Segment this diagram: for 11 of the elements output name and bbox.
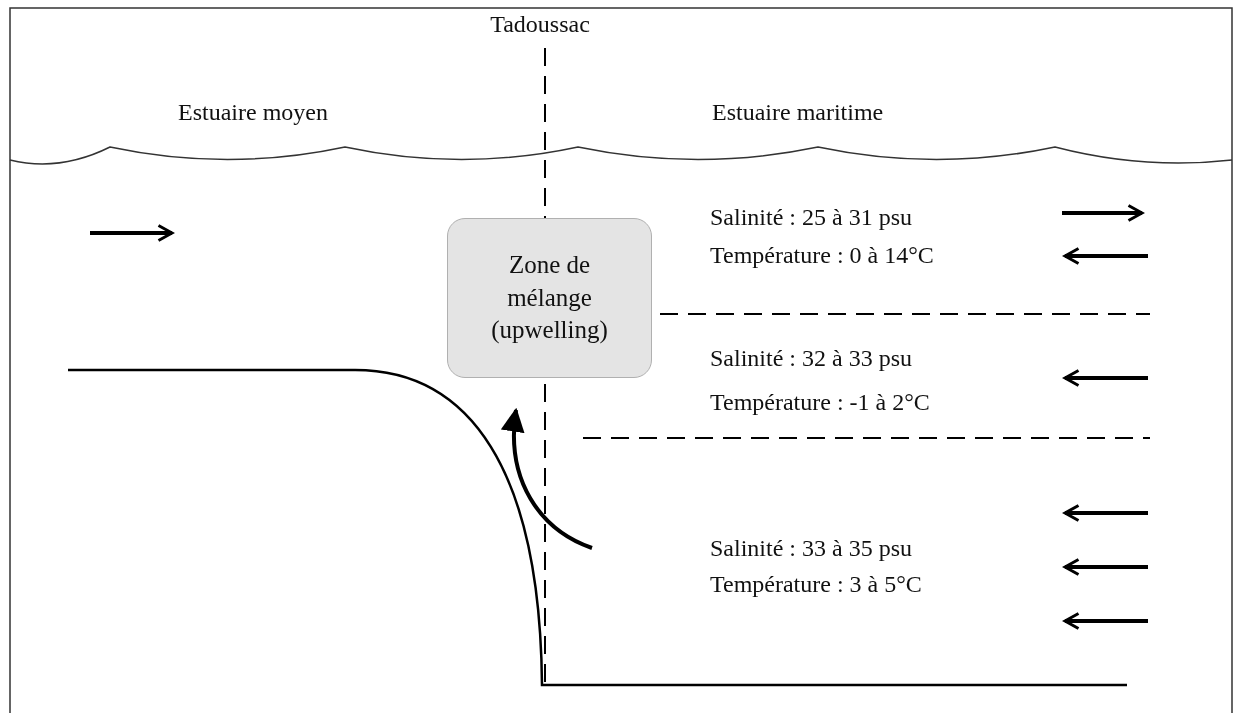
- zone-label: Zone de mélange (upwelling): [490, 250, 609, 346]
- water-layer-temperature: Température : -1 à 2°C: [710, 390, 930, 414]
- water-layer-temperature: Température : 3 à 5°C: [710, 572, 922, 596]
- water-layer-salinity: Salinité : 32 à 33 psu: [710, 346, 912, 370]
- water-layer-salinity: Salinité : 33 à 35 psu: [710, 536, 912, 560]
- region-label: Estuaire moyen: [178, 100, 328, 124]
- place-name: Tadoussac: [490, 12, 590, 36]
- water-layer-temperature: Température : 0 à 14°C: [710, 243, 934, 267]
- water-layer-salinity: Salinité : 25 à 31 psu: [710, 205, 912, 229]
- mixing-zone-box: [447, 218, 652, 378]
- region-label: Estuaire maritime: [712, 100, 884, 124]
